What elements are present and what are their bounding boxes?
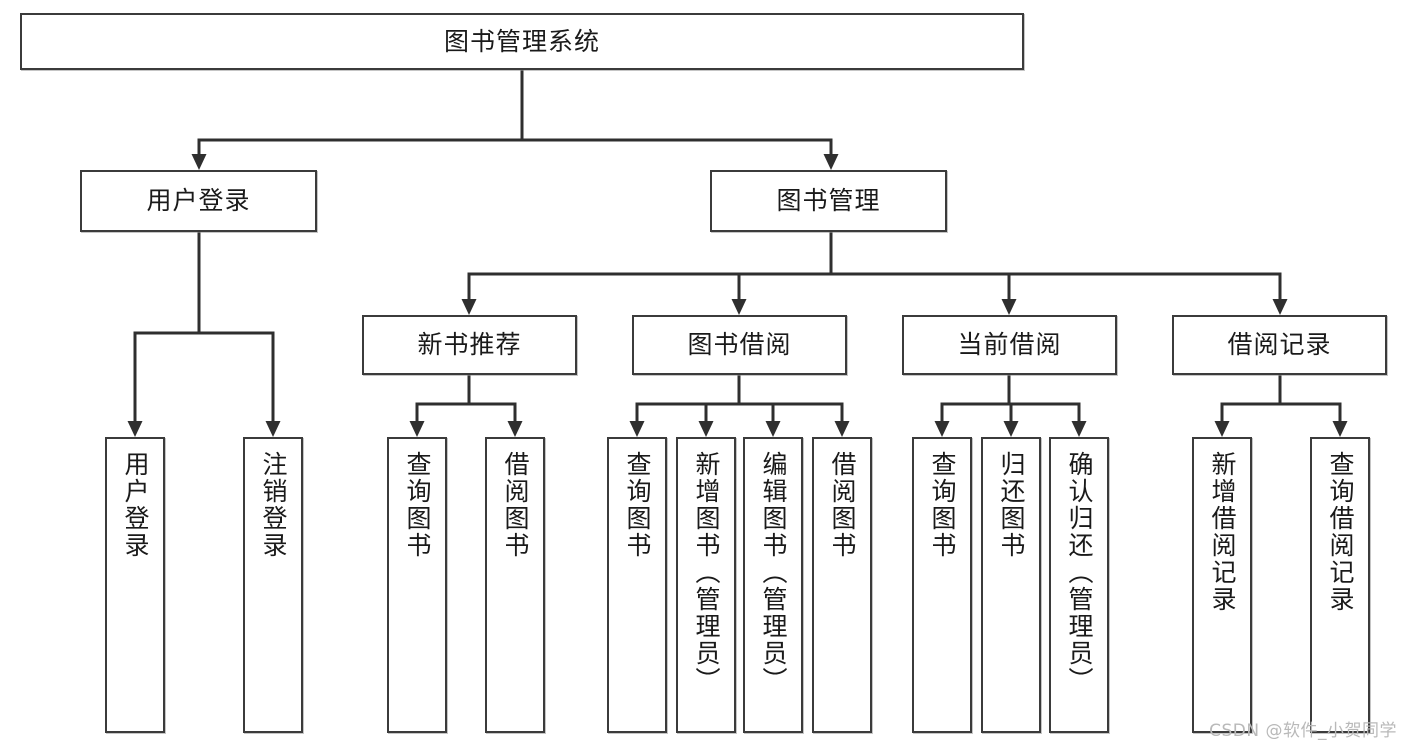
arrowhead-icon [1214, 421, 1230, 437]
node-leaf-query-book-2[interactable]: 查询图书 [607, 437, 667, 733]
edge-recommend-children [409, 373, 523, 437]
arrowhead-icon [1332, 421, 1348, 437]
node-label: 编辑图书（管理员） [759, 451, 788, 694]
node-label: 图书管理 [776, 186, 881, 216]
node-label: 当前借阅 [957, 330, 1062, 360]
arrowhead-icon [265, 421, 281, 437]
arrowhead-icon [1071, 421, 1087, 437]
node-leaf-query-book-3[interactable]: 查询图书 [912, 437, 972, 733]
node-label: 用户登录 [146, 186, 251, 216]
node-leaf-borrow-book-2[interactable]: 借阅图书 [812, 437, 872, 733]
node-new-book-recommend[interactable]: 新书推荐 [362, 315, 577, 375]
arrowhead-icon [698, 421, 714, 437]
arrowhead-icon [834, 421, 850, 437]
arrowhead-icon [461, 299, 477, 315]
node-book-borrow[interactable]: 图书借阅 [632, 315, 847, 375]
node-label: 用户登录 [121, 451, 150, 559]
node-leaf-logout[interactable]: 注销登录 [243, 437, 303, 733]
node-label: 查询图书 [623, 451, 652, 559]
arrowhead-icon [127, 421, 143, 437]
node-leaf-add-book[interactable]: 新增图书（管理员） [676, 437, 736, 733]
node-borrow-record[interactable]: 借阅记录 [1172, 315, 1387, 375]
node-root[interactable]: 图书管理系统 [20, 13, 1024, 70]
node-leaf-return-book[interactable]: 归还图书 [981, 437, 1041, 733]
node-label: 图书管理系统 [443, 26, 600, 56]
node-label: 新书推荐 [417, 330, 522, 360]
edge-record-children [1214, 373, 1348, 437]
node-user-login[interactable]: 用户登录 [80, 170, 317, 232]
node-leaf-query-borrow-record[interactable]: 查询借阅记录 [1310, 437, 1370, 733]
node-label: 查询借阅记录 [1326, 451, 1355, 613]
arrowhead-icon [191, 154, 207, 170]
node-label: 确认归还（管理员） [1065, 451, 1094, 694]
node-label: 新增图书（管理员） [692, 451, 721, 694]
node-label: 借阅记录 [1227, 330, 1332, 360]
edge-user-login-trunk [127, 230, 281, 437]
watermark: CSDN @软件_小贺同学 [1209, 721, 1397, 741]
node-label: 查询图书 [403, 451, 432, 559]
node-leaf-query-book-1[interactable]: 查询图书 [387, 437, 447, 733]
node-label: 查询图书 [928, 451, 957, 559]
edge-root-trunk [191, 68, 839, 170]
edge-current-children [934, 373, 1087, 437]
arrowhead-icon [507, 421, 523, 437]
arrowhead-icon [1003, 421, 1019, 437]
node-leaf-add-borrow-record[interactable]: 新增借阅记录 [1192, 437, 1252, 733]
arrowhead-icon [731, 299, 747, 315]
node-leaf-edit-book[interactable]: 编辑图书（管理员） [743, 437, 803, 733]
node-label: 新增借阅记录 [1208, 451, 1237, 613]
arrowhead-icon [629, 421, 645, 437]
node-label: 归还图书 [997, 451, 1026, 559]
arrowhead-icon [934, 421, 950, 437]
arrowhead-icon [409, 421, 425, 437]
edge-borrow-children [629, 373, 850, 437]
node-label: 注销登录 [259, 451, 288, 559]
edge-book-manage-trunk [461, 230, 1288, 315]
node-leaf-confirm-return[interactable]: 确认归还（管理员） [1049, 437, 1109, 733]
node-label: 借阅图书 [828, 451, 857, 559]
arrowhead-icon [765, 421, 781, 437]
node-label: 借阅图书 [501, 451, 530, 559]
node-leaf-user-login[interactable]: 用户登录 [105, 437, 165, 733]
arrowhead-icon [1272, 299, 1288, 315]
node-book-manage[interactable]: 图书管理 [710, 170, 947, 232]
node-leaf-borrow-book-1[interactable]: 借阅图书 [485, 437, 545, 733]
node-current-borrow[interactable]: 当前借阅 [902, 315, 1117, 375]
arrowhead-icon [823, 154, 839, 170]
node-label: 图书借阅 [687, 330, 792, 360]
arrowhead-icon [1001, 299, 1017, 315]
